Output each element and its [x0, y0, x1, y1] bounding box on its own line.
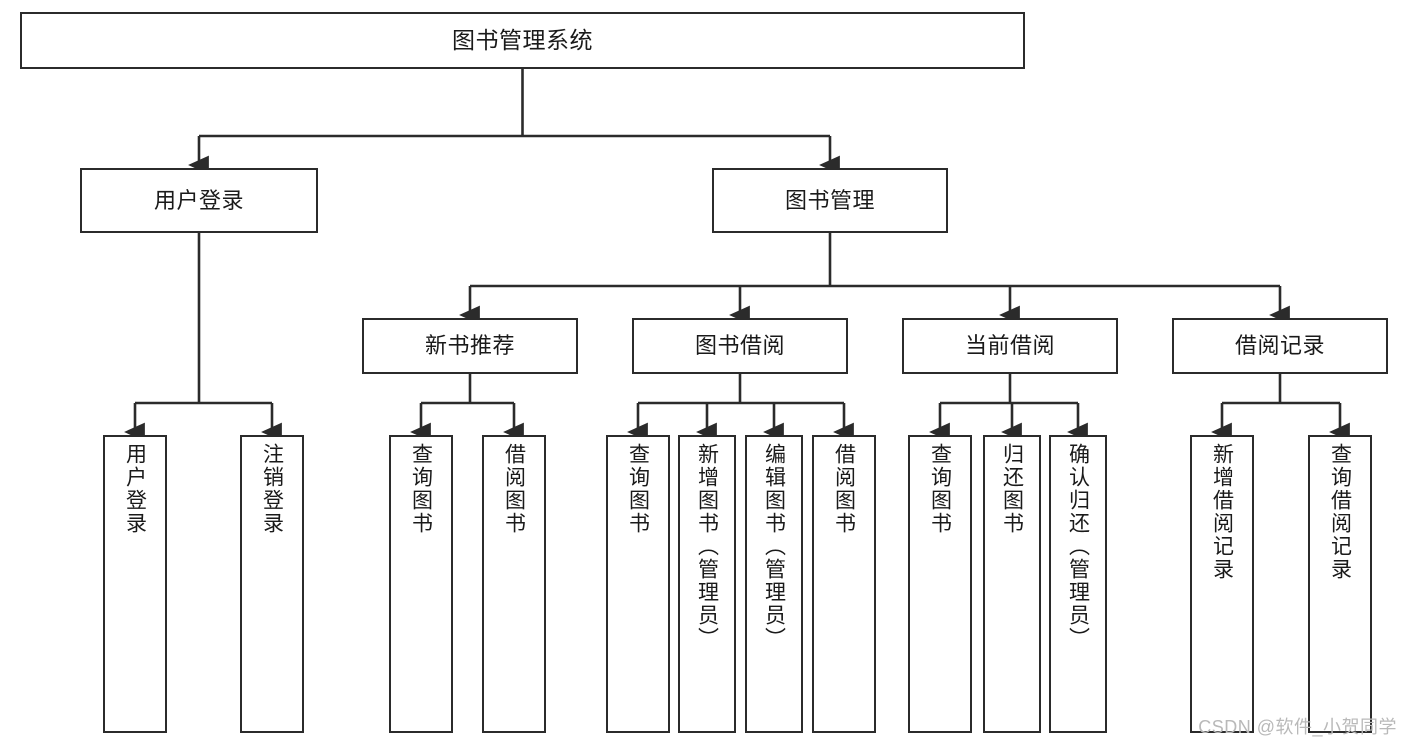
- node-root[interactable]: 图书管理系统: [20, 12, 1025, 69]
- node-leaf-bb-query[interactable]: 查询图书: [606, 435, 670, 733]
- node-book-borrow[interactable]: 图书借阅: [632, 318, 848, 374]
- node-label: 用户登录: [153, 187, 244, 213]
- node-label: 图书借阅: [694, 333, 785, 359]
- node-book-mgmt[interactable]: 图书管理: [712, 168, 948, 233]
- node-user-login[interactable]: 用户登录: [80, 168, 318, 233]
- node-label: 借阅记录: [1234, 333, 1325, 359]
- node-leaf-nb-borrow[interactable]: 借阅图书: [482, 435, 546, 733]
- node-label: 用户登录: [123, 443, 147, 535]
- watermark-label: CSDN @软件_小贺同学: [1198, 717, 1397, 737]
- node-label: 借阅图书: [502, 443, 526, 535]
- node-borrow-record[interactable]: 借阅记录: [1172, 318, 1388, 374]
- node-label: 查询借阅记录: [1328, 443, 1352, 581]
- node-label: 编辑图书（管理员）: [762, 443, 786, 650]
- node-leaf-br-add[interactable]: 新增借阅记录: [1190, 435, 1254, 733]
- node-leaf-bb-edit[interactable]: 编辑图书（管理员）: [745, 435, 803, 733]
- node-label: 查询图书: [928, 443, 952, 535]
- node-label: 查询图书: [626, 443, 650, 535]
- node-leaf-user-logout[interactable]: 注销登录: [240, 435, 304, 733]
- node-label: 借阅图书: [832, 443, 856, 535]
- node-label: 图书管理系统: [452, 26, 593, 53]
- node-current-borrow[interactable]: 当前借阅: [902, 318, 1118, 374]
- node-leaf-cb-return[interactable]: 归还图书: [983, 435, 1041, 733]
- node-leaf-user-login[interactable]: 用户登录: [103, 435, 167, 733]
- node-leaf-cb-confirm[interactable]: 确认归还（管理员）: [1049, 435, 1107, 733]
- node-label: 新书推荐: [424, 333, 515, 359]
- node-label: 归还图书: [1000, 443, 1024, 535]
- node-leaf-br-query[interactable]: 查询借阅记录: [1308, 435, 1372, 733]
- node-label: 新增借阅记录: [1210, 443, 1234, 581]
- node-leaf-bb-borrow[interactable]: 借阅图书: [812, 435, 876, 733]
- node-new-book-rec[interactable]: 新书推荐: [362, 318, 578, 374]
- node-label: 当前借阅: [964, 333, 1055, 359]
- node-label: 新增图书（管理员）: [695, 443, 719, 650]
- node-leaf-cb-query[interactable]: 查询图书: [908, 435, 972, 733]
- node-label: 确认归还（管理员）: [1066, 443, 1090, 650]
- node-label: 查询图书: [409, 443, 433, 535]
- node-label: 注销登录: [260, 443, 284, 535]
- node-leaf-bb-add[interactable]: 新增图书（管理员）: [678, 435, 736, 733]
- node-label: 图书管理: [784, 187, 875, 213]
- node-leaf-nb-query[interactable]: 查询图书: [389, 435, 453, 733]
